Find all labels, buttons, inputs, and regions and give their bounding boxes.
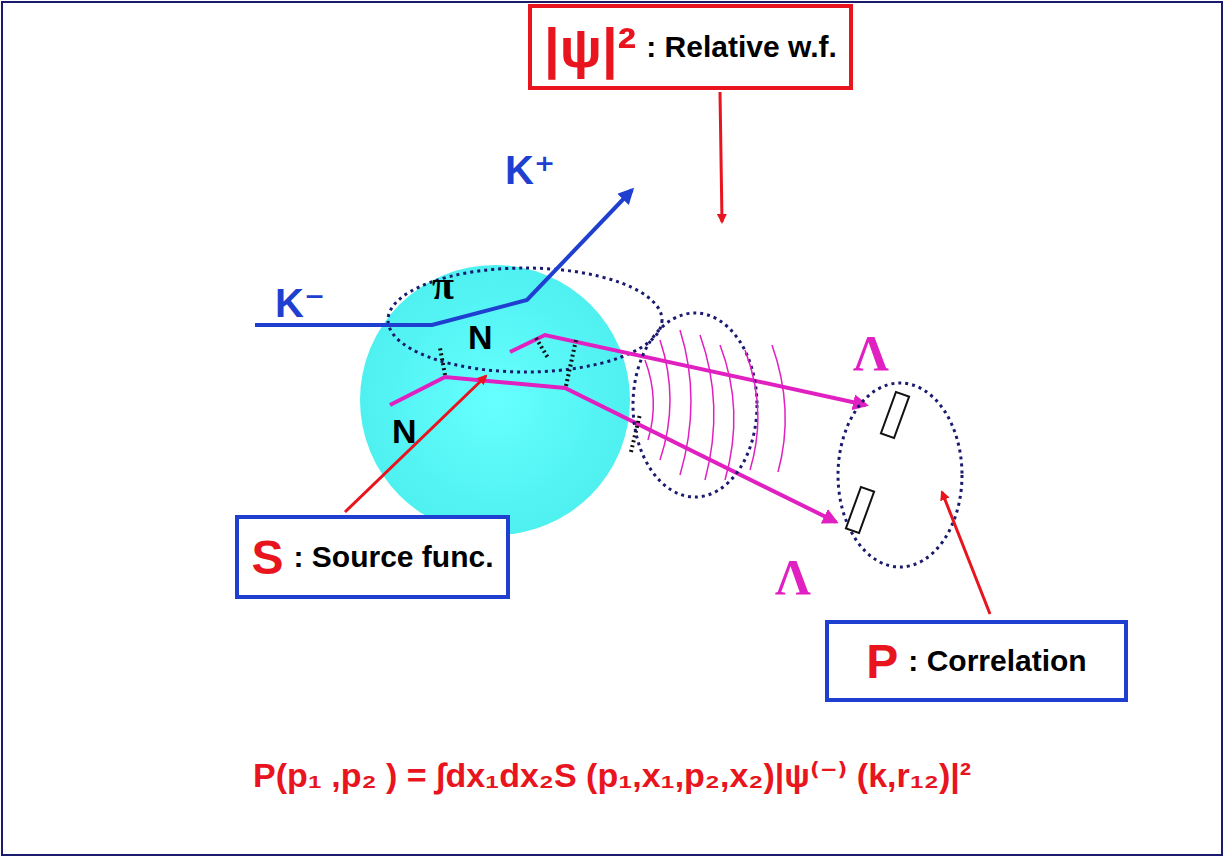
wavefunction-box: |ψ|² : Relative w.f. (528, 4, 853, 90)
particle-label: K⁺ (505, 150, 555, 190)
psi-symbol: |ψ|² (544, 15, 636, 80)
correlation-region (838, 383, 962, 567)
particle-label: N (468, 320, 493, 354)
leader-arrow (345, 376, 486, 512)
particle-label: N (392, 414, 417, 448)
box-caption: : Relative w.f. (646, 30, 837, 64)
particle-label: K⁻ (275, 283, 325, 323)
particle-label: Λ (853, 328, 889, 378)
interaction-lines (440, 338, 640, 452)
correlation-box: P : Correlation (825, 620, 1128, 702)
box-caption: : Source func. (293, 540, 493, 574)
lambda-track (510, 335, 866, 405)
detector (846, 487, 874, 533)
leader-arrow (720, 92, 722, 222)
particle-label: Λ (775, 552, 811, 602)
wave-arcs (645, 330, 785, 480)
box-symbol: P (866, 634, 898, 689)
source-region (388, 268, 662, 372)
formula: P(p₁ ,p₂ ) = ∫dx₁dx₂S (p₁,x₁,p₂,x₂)|ψ⁽⁻⁾… (253, 758, 971, 792)
leader-arrow (942, 492, 990, 614)
particle-label: π (432, 266, 454, 306)
detector (881, 392, 909, 438)
box-symbol: S (251, 530, 283, 585)
source-box: S : Source func. (235, 515, 510, 599)
box-caption: : Correlation (908, 644, 1086, 678)
lambda-track (390, 377, 836, 522)
kaon-track (255, 190, 632, 325)
wavefunction-region (633, 313, 757, 497)
